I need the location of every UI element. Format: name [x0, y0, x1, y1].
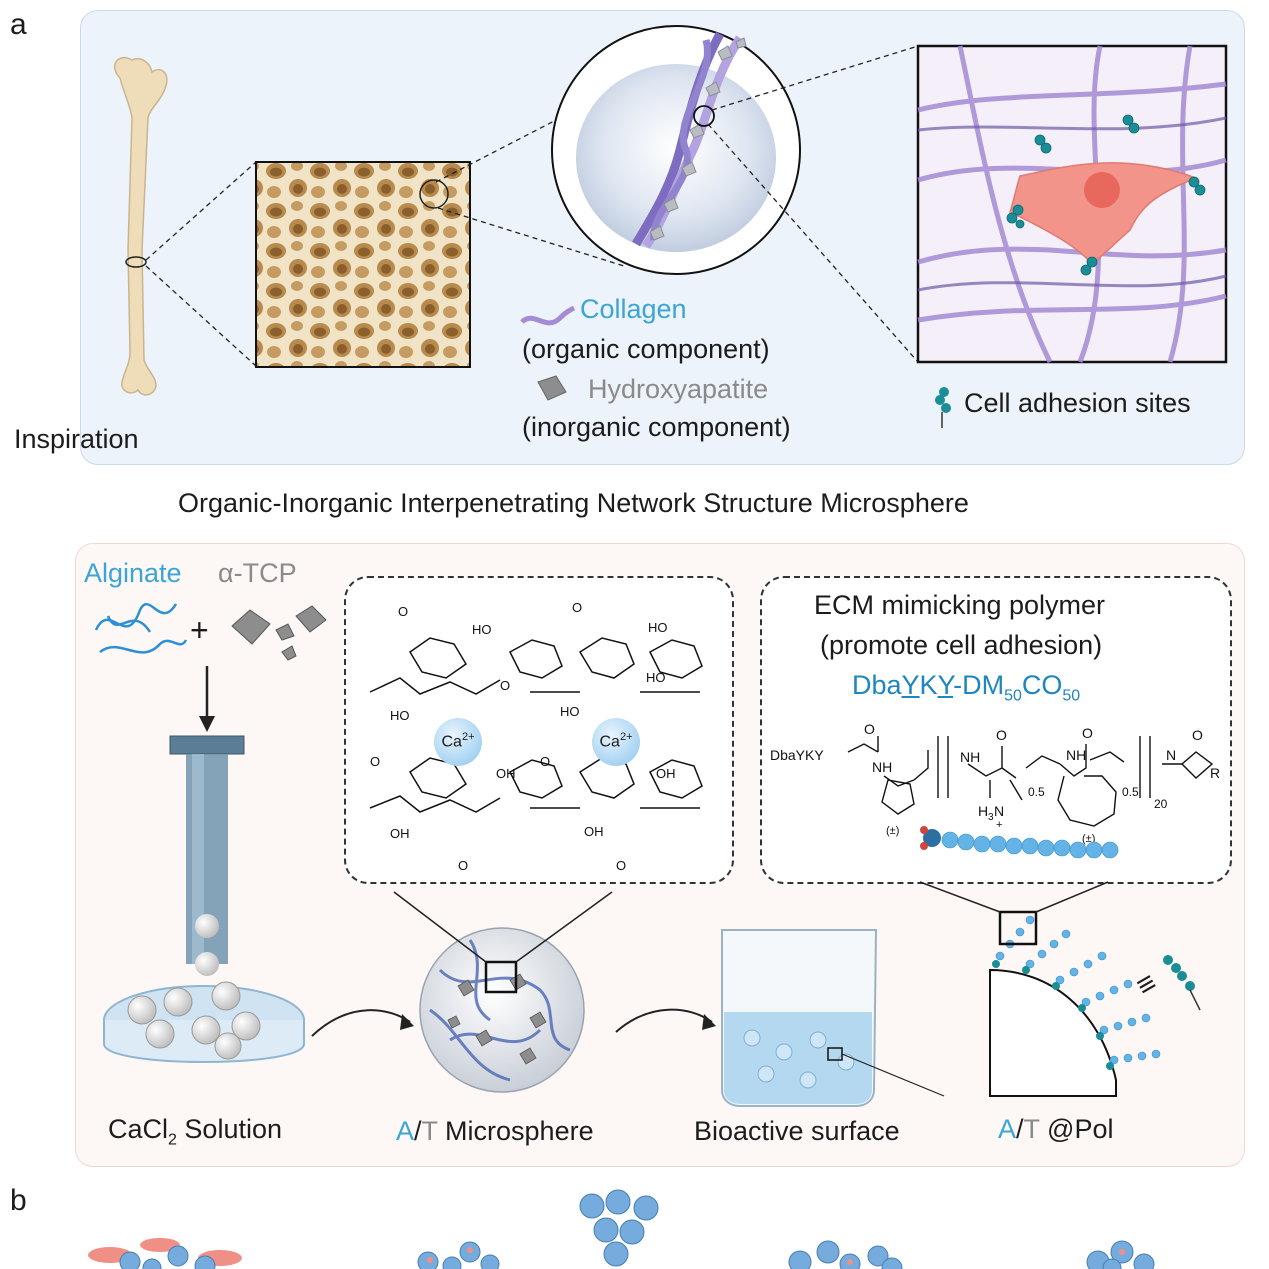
polymer-name-sub2: 50 [1062, 687, 1081, 705]
formula-r: R [1210, 765, 1220, 781]
formula-o-1: O [864, 721, 875, 737]
alginate-structure-box [344, 576, 734, 884]
collagen-legend-icon [520, 305, 576, 326]
alginate-label: Alginate [84, 558, 182, 588]
formula-nh-3: NH [1066, 747, 1086, 763]
svg-text:O: O [572, 600, 582, 615]
adhesion-site-icon [1163, 955, 1201, 1011]
svg-text:O: O [370, 754, 380, 769]
svg-text:OH: OH [584, 824, 604, 839]
process-graphics [88, 602, 1201, 1269]
svg-text:HO: HO [648, 620, 668, 635]
calcium-ion-right: Ca2+ [592, 718, 640, 766]
microsphere-label: A/T Microsphere [396, 1116, 594, 1147]
calcium-ion-left: Ca2+ [434, 718, 482, 766]
inspiration-label: Inspiration [14, 424, 139, 454]
formula-n: N [1166, 747, 1176, 763]
svg-text:HO: HO [646, 670, 666, 685]
polymer-name-y2: Y [937, 670, 954, 700]
ca-ion-text: Ca [599, 733, 620, 751]
cacl2-sub: 2 [168, 1131, 177, 1149]
polymer-name-y1: Y [901, 670, 920, 700]
panel-b-preview [88, 1189, 1155, 1269]
collagen-fibril [632, 31, 747, 249]
cell-body [1009, 162, 1199, 266]
polymer-structure-box [760, 576, 1232, 884]
polymer-name-k: K [919, 670, 938, 700]
tcp-label: α-TCP [218, 558, 297, 588]
collagen-desc: (organic component) [522, 334, 770, 364]
cacl2-label: CaCl2 Solution [108, 1114, 282, 1149]
polymer-title-line2: (promote cell adhesion) [820, 630, 1103, 660]
collagen-label: Collagen [580, 294, 687, 324]
cell-adhesion-legend-icon [935, 387, 951, 428]
ca-ion-charge: 2+ [461, 731, 475, 743]
formula-amine-h: H [978, 803, 988, 819]
polymer-formula: DbaYKY NH O NH O NH O N O R 0.5 0.5 20 (… [770, 721, 1220, 859]
hydroxyapatite-label: Hydroxyapatite [588, 374, 769, 404]
alginate-chains [94, 602, 188, 654]
pol-word: @Pol [1039, 1114, 1114, 1144]
svg-text:OH: OH [390, 826, 410, 841]
alginate-chemistry: O HO O HO HO O HO HO OH OH OH OH O O O O [369, 600, 703, 873]
svg-text:OH: OH [496, 766, 516, 781]
plus-sign: + [190, 612, 209, 648]
formula-prefix: DbaYKY [770, 747, 824, 763]
svg-text:O: O [458, 858, 468, 873]
cacl2-suffix: Solution [176, 1114, 282, 1144]
porous-bone-square [255, 161, 471, 368]
polymer-bead-chain [920, 826, 1119, 859]
svg-text:O: O [398, 604, 408, 619]
pol-label: A/T @Pol [998, 1114, 1113, 1145]
ca-ion-charge: 2+ [619, 731, 633, 743]
headline: Organic-Inorganic Interpenetrating Netwo… [178, 488, 969, 518]
formula-amine-plus: + [996, 819, 1002, 831]
pol-a: A [998, 1114, 1017, 1144]
svg-text:HO: HO [472, 622, 492, 637]
microsphere-a: A [396, 1116, 415, 1146]
cell-adhesion-label: Cell adhesion sites [964, 388, 1191, 418]
formula-repeat: 20 [1154, 797, 1168, 811]
tcp-crystals [231, 605, 327, 661]
panel-b-letter: b [10, 1184, 27, 1217]
svg-text:O: O [616, 858, 626, 873]
formula-frac1: 0.5 [1028, 785, 1045, 799]
formula-o-3: O [1082, 725, 1093, 741]
cacl2-prefix: CaCl [108, 1114, 169, 1144]
polymer-name-dm: -DM [953, 670, 1005, 700]
microsphere-word: Microsphere [437, 1116, 594, 1146]
svg-text:OH: OH [656, 766, 676, 781]
bioactive-surface-label: Bioactive surface [694, 1116, 900, 1146]
polymer-title-line1: ECM mimicking polymer [814, 590, 1106, 620]
panel-a-graphics [114, 25, 1228, 428]
hydroxyapatite-legend-icon [537, 375, 567, 401]
polymer-name: DbaYKY-DM50CO50 [852, 670, 1080, 705]
microsphere [419, 927, 585, 1093]
pol-slash: / [1016, 1114, 1024, 1144]
microsphere-t: T [421, 1116, 438, 1146]
formula-nh-2: NH [960, 749, 980, 765]
formula-amine-sub: 3 [988, 812, 994, 823]
panel-a-letter: a [10, 8, 27, 41]
svg-text:HO: HO [390, 708, 410, 723]
svg-text:O: O [500, 678, 510, 693]
formula-pm-1: (±) [886, 825, 899, 837]
formula-frac2: 0.5 [1122, 785, 1139, 799]
microsphere-slash: / [414, 1116, 422, 1146]
formula-amine-n: N [994, 803, 1004, 819]
formula-o-4: O [1192, 727, 1203, 743]
pol-t: T [1023, 1114, 1040, 1144]
polymer-name-dba: Dba [852, 670, 902, 700]
coated-surface [989, 968, 1117, 1097]
svg-text:O: O [540, 754, 550, 769]
bone-illustration [114, 57, 168, 396]
polymer-name-co: CO [1021, 670, 1063, 700]
formula-nh-1: NH [872, 759, 892, 775]
formula-o-2: O [996, 727, 1007, 743]
hydroxyapatite-desc: (inorganic component) [522, 412, 791, 442]
ca-ion-text: Ca [441, 733, 462, 751]
polymer-name-sub1: 50 [1004, 687, 1022, 705]
svg-text:HO: HO [560, 704, 580, 719]
